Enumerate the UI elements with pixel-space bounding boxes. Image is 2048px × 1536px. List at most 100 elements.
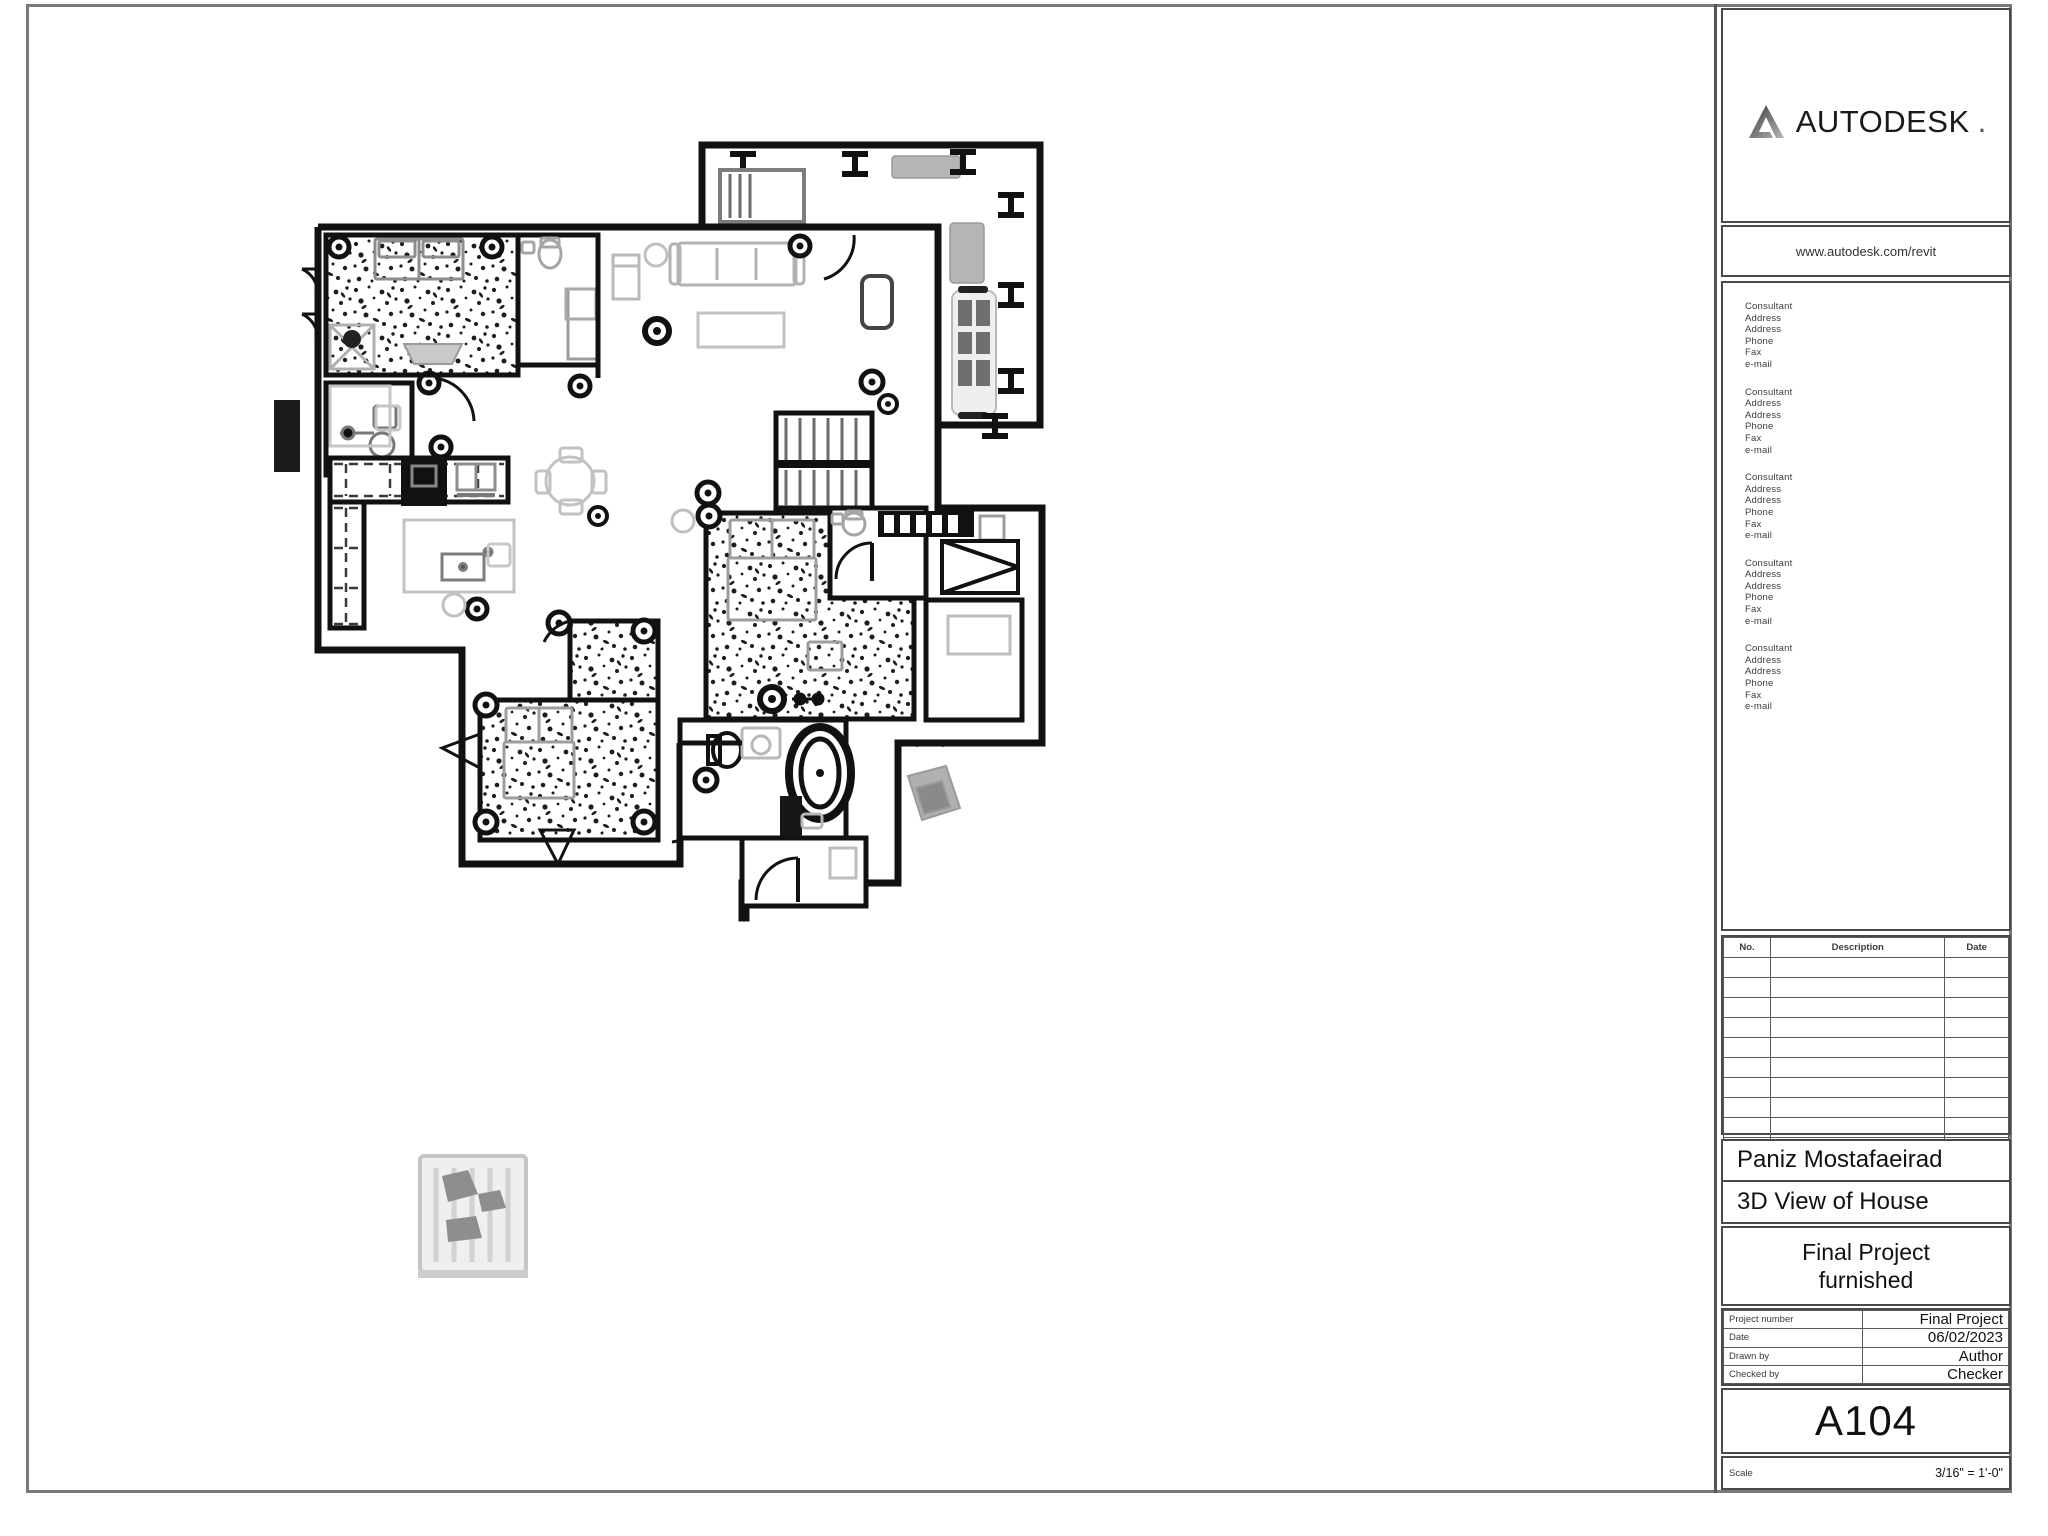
scale-box: Scale 3/16" = 1'-0"	[1721, 1456, 2011, 1490]
date-label: Date	[1722, 1328, 1864, 1348]
garage-vehicle	[951, 286, 997, 419]
revision-date	[1944, 1097, 2009, 1118]
revision-date	[1944, 977, 2009, 998]
consultant-label: Consultant	[1745, 472, 1793, 484]
bed-master	[373, 237, 465, 281]
author-name: Paniz Mostafaeirad	[1723, 1141, 2009, 1182]
drawn-by-label: Drawn by	[1722, 1346, 1864, 1366]
autodesk-url-text: www.autodesk.com/revit	[1795, 243, 1937, 259]
revision-date	[1944, 1057, 2009, 1078]
project-name-box: Final Project furnished	[1721, 1226, 2011, 1306]
garage-storage	[891, 155, 985, 284]
exterior-element	[274, 400, 300, 472]
table-row[interactable]	[1722, 1097, 2009, 1118]
autodesk-trademark-dot: .	[1977, 103, 1987, 139]
table-row[interactable]	[1722, 1037, 2009, 1058]
bathtub	[785, 723, 855, 823]
table-row[interactable]	[1722, 1057, 2009, 1078]
revision-no	[1722, 997, 1772, 1018]
project-number-value: Final Project	[1862, 1309, 2009, 1330]
table-row[interactable]	[1722, 957, 2009, 978]
room-living	[611, 233, 899, 415]
dining-table	[534, 446, 608, 516]
laundry-appliances	[878, 511, 974, 537]
desk-bedroom-2	[806, 640, 844, 672]
door-bedroom-3	[542, 619, 571, 643]
living-ceiling-lights	[642, 233, 899, 415]
room-bathroom-2	[923, 597, 1025, 723]
revision-date	[1944, 1077, 2009, 1098]
consultant-address-1: Address	[1745, 483, 1782, 495]
consultant-group-1: Consultant Address Address Phone Fax e-m…	[1745, 301, 2009, 371]
drawn-by-row: Drawn by Author	[1722, 1346, 2009, 1366]
floor-plan-svg[interactable]	[30, 8, 1710, 1489]
ceiling-fixture	[343, 330, 361, 348]
date-value: 06/02/2023	[1862, 1328, 2009, 1348]
sheet-number: A104	[1814, 1397, 1918, 1444]
date-row: Date 06/02/2023	[1722, 1328, 2009, 1348]
consultant-label: Consultant	[1745, 643, 1793, 655]
island-sink	[440, 546, 494, 582]
consultant-fax: Fax	[1745, 604, 1762, 616]
autodesk-a-logo-icon	[1748, 104, 1784, 138]
revision-header-description: Description	[1770, 937, 1946, 958]
door-master-bath	[439, 377, 476, 422]
autodesk-wordmark: AUTODESK	[1795, 103, 1970, 139]
kitchen-island	[402, 518, 516, 594]
room-master-bedroom	[274, 232, 521, 472]
revision-table[interactable]: No. Description Date	[1721, 935, 2011, 1158]
revision-no	[1722, 957, 1772, 978]
autodesk-url-box[interactable]: www.autodesk.com/revit	[1721, 225, 2011, 277]
revision-description	[1770, 997, 1946, 1018]
consultant-label: Consultant	[1745, 386, 1793, 398]
scale-label: Scale	[1729, 1467, 1753, 1479]
revision-no	[1722, 1077, 1772, 1098]
room-dining	[534, 446, 722, 534]
revision-date	[1944, 1117, 2009, 1138]
revision-no	[1722, 1037, 1772, 1058]
table-row[interactable]	[1722, 997, 2009, 1018]
consultant-address-1: Address	[1745, 398, 1782, 410]
media-console	[860, 274, 894, 330]
consultant-phone: Phone	[1745, 506, 1774, 518]
checked-by-label: Checked by	[1722, 1364, 1864, 1385]
consultant-phone: Phone	[1745, 678, 1774, 690]
table-row[interactable]	[1722, 1017, 2009, 1038]
floor-plan-drawing[interactable]	[30, 8, 1710, 1489]
revision-date	[1944, 1037, 2009, 1058]
room-lower-bathroom	[677, 717, 855, 845]
toilet-master	[520, 236, 563, 270]
table-row[interactable]	[1722, 1117, 2009, 1138]
revision-description	[1770, 1117, 1946, 1138]
revision-no	[1722, 1117, 1772, 1138]
consultant-address-1: Address	[1745, 569, 1782, 581]
consultant-address-2: Address	[1745, 409, 1782, 421]
consultant-email: e-mail	[1745, 444, 1773, 456]
revision-header-date: Date	[1944, 937, 2009, 958]
revision-date	[1944, 997, 2009, 1018]
room-entry	[739, 835, 869, 909]
interior-walls	[326, 235, 869, 909]
consultant-email: e-mail	[1745, 701, 1773, 713]
consultant-phone: Phone	[1745, 421, 1774, 433]
revision-no	[1722, 1057, 1772, 1078]
project-number-label: Project number	[1722, 1309, 1864, 1330]
garage-window	[718, 168, 806, 224]
table-row[interactable]	[1722, 1077, 2009, 1098]
consultant-fax: Fax	[1745, 518, 1762, 530]
view-title: 3D View of House	[1737, 1187, 1929, 1215]
side-table	[643, 242, 669, 268]
revision-no	[1722, 1097, 1772, 1118]
table-row[interactable]	[1722, 977, 2009, 998]
revision-no	[1722, 1017, 1772, 1038]
revision-no	[1722, 977, 1772, 998]
kitchen-sink	[455, 462, 497, 497]
consultant-phone: Phone	[1745, 592, 1774, 604]
consultant-address-1: Address	[1745, 312, 1782, 324]
room-bedroom-3	[542, 609, 661, 704]
room-master-bathroom	[323, 232, 601, 478]
exterior-object	[418, 740, 962, 1278]
revision-date	[1944, 1017, 2009, 1038]
kitchen-appliances	[328, 384, 402, 448]
